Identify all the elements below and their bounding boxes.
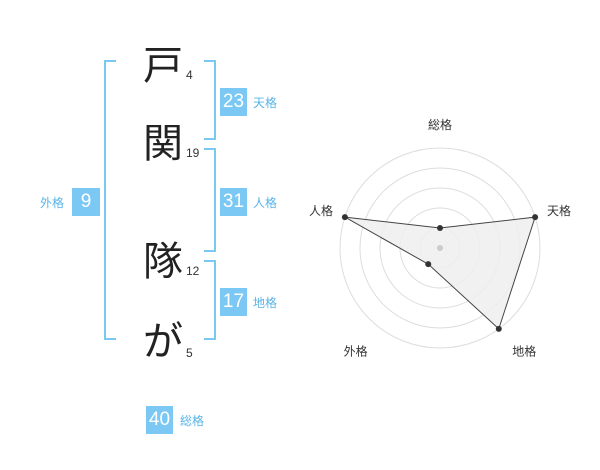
stroke-count-3: 12: [186, 264, 200, 278]
gaikaku-bracket: [104, 60, 116, 340]
stroke-count-2: 19: [186, 146, 200, 160]
tenkaku-value: 23: [220, 88, 247, 116]
tenkaku-bracket: [204, 60, 216, 140]
name-char-1: 戸: [143, 43, 183, 89]
jinkaku-bracket: [204, 148, 216, 252]
soukaku-value: 40: [146, 406, 173, 434]
name-char-2: 関: [143, 121, 183, 167]
chikaku-bracket: [204, 260, 216, 340]
gaikaku-label: 外格: [40, 196, 65, 210]
radar-area: [344, 216, 536, 330]
radar-axis-label: 人格: [309, 203, 333, 218]
radar-axis-label: 天格: [547, 203, 571, 218]
tenkaku-label: 天格: [253, 96, 278, 110]
soukaku-label: 総格: [180, 414, 205, 428]
chikaku-label: 地格: [253, 296, 278, 310]
radar-point-4: [425, 261, 432, 268]
jinkaku-label: 人格: [253, 196, 278, 210]
radar-point-5: [341, 214, 348, 221]
radar-point-1: [437, 225, 443, 231]
grid-ring: [339, 147, 541, 349]
stroke-count-1: 4: [186, 68, 193, 82]
jinkaku-value: 31: [220, 188, 247, 216]
radar-axis-label: 地格: [512, 344, 536, 359]
radar-axis-label: 外格: [344, 344, 368, 359]
radar-center-point: [437, 245, 443, 251]
chikaku-value: 17: [220, 288, 247, 316]
stroke-count-4: 5: [186, 346, 193, 360]
radar-point-2: [532, 214, 539, 221]
name-char-3: 隊: [143, 239, 183, 285]
radar-axis-label: 総格: [428, 117, 452, 132]
name-char-4: が: [143, 319, 183, 365]
gaikaku-value: 9: [72, 188, 100, 216]
radar-point-3: [495, 325, 502, 332]
